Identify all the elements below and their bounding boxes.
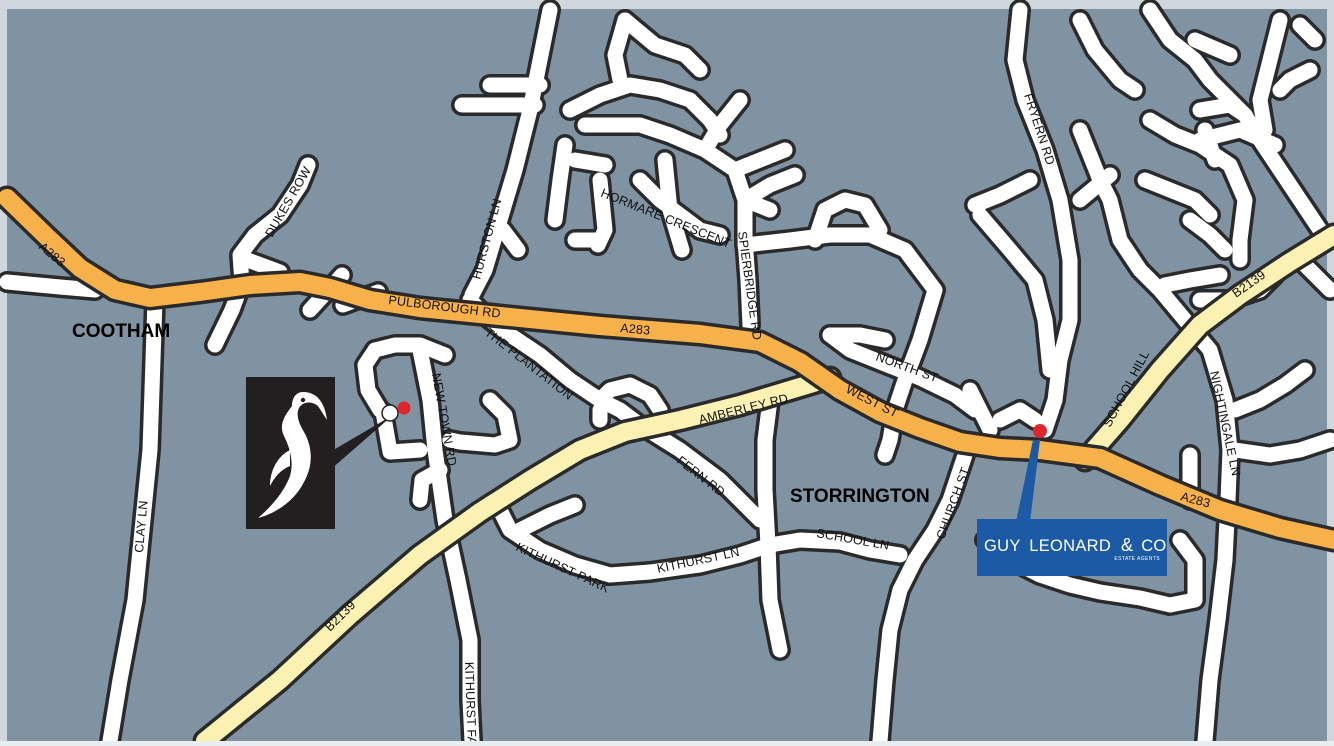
agent-name-guy: GUY xyxy=(984,537,1020,555)
location-marker-icon[interactable] xyxy=(397,401,411,415)
b-roads xyxy=(192,222,1334,746)
a-roads xyxy=(0,185,1334,553)
agent-co: CO xyxy=(1141,537,1166,555)
location-marker-icon[interactable] xyxy=(1033,424,1047,438)
label-clay-ln: CLAY LN xyxy=(132,500,151,553)
label-kithurst-fa: KITHURST FA xyxy=(462,662,479,741)
agent-name-leonard: LEONARD xyxy=(1029,537,1111,555)
agent-tagline: ESTATE AGENTS xyxy=(1114,556,1160,562)
svg-text:GUY LEONARD &: GUY LEONARD & CO xyxy=(984,535,1167,555)
heron-logo xyxy=(246,377,399,529)
place-cootham: COOTHAM xyxy=(72,321,170,342)
agent-logo[interactable]: GUY LEONARD & CO ESTATE AGENTS xyxy=(977,440,1167,576)
label-a283-mid: A283 xyxy=(620,321,651,338)
place-storrington: STORRINGTON xyxy=(790,486,930,507)
heron-logo-icon xyxy=(258,392,327,518)
agent-amp: & xyxy=(1121,535,1133,555)
